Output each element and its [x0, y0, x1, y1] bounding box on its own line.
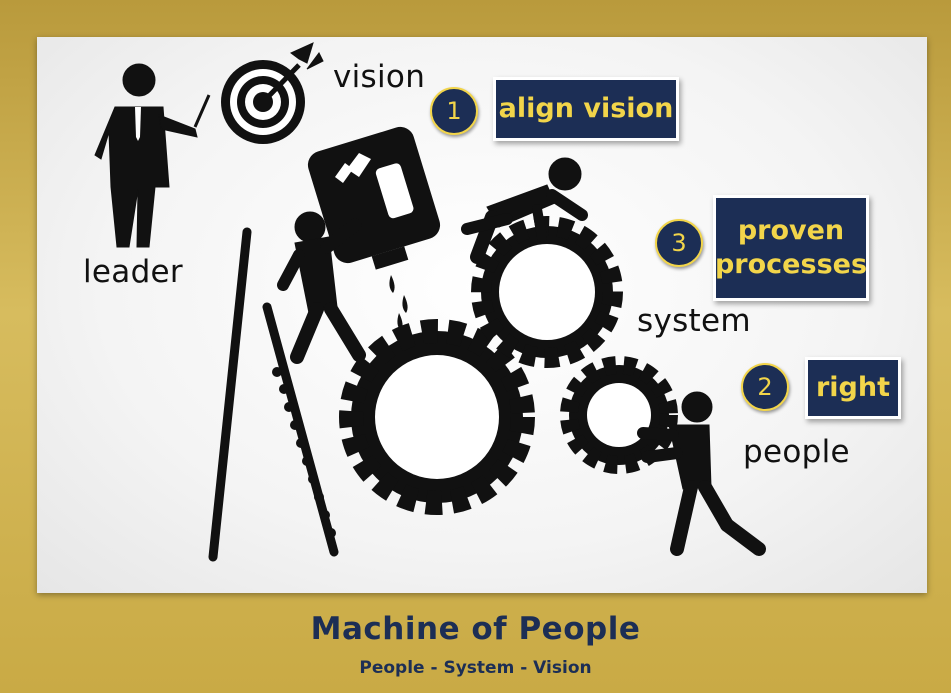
- leader-figure-icon: [94, 63, 211, 248]
- person-pushing-icon: [637, 391, 766, 556]
- gear-small: [560, 356, 678, 474]
- step-2-badge: 2: [741, 363, 789, 411]
- step-3-badge: 3: [655, 219, 703, 267]
- step-3-line1: proven: [737, 215, 845, 247]
- step-2-tag: right: [805, 357, 901, 419]
- gear-large: [339, 319, 535, 515]
- arrow-icon: [263, 42, 324, 102]
- ladder-icon: [208, 227, 339, 562]
- slide-panel: vision leader system people 1 align visi…: [37, 37, 927, 593]
- label-leader: leader: [83, 254, 183, 290]
- person-on-gear-icon: [461, 157, 588, 264]
- footer-title: Machine of People: [310, 611, 641, 647]
- label-system: system: [637, 303, 751, 339]
- footer-subtitle: People - System - Vision: [359, 658, 592, 678]
- step-1-tag: align vision: [493, 77, 679, 141]
- step-3-tag: proven processes: [713, 195, 869, 301]
- step-3-line2: processes: [714, 249, 868, 280]
- step-1-badge: 1: [430, 87, 478, 135]
- person-climbing-icon: [277, 211, 366, 364]
- step-2-text: right: [815, 372, 891, 404]
- label-people: people: [743, 434, 850, 470]
- label-vision: vision: [333, 59, 426, 95]
- illustration: [94, 42, 766, 562]
- step-1-text: align vision: [498, 93, 674, 125]
- gear-top: [471, 216, 623, 368]
